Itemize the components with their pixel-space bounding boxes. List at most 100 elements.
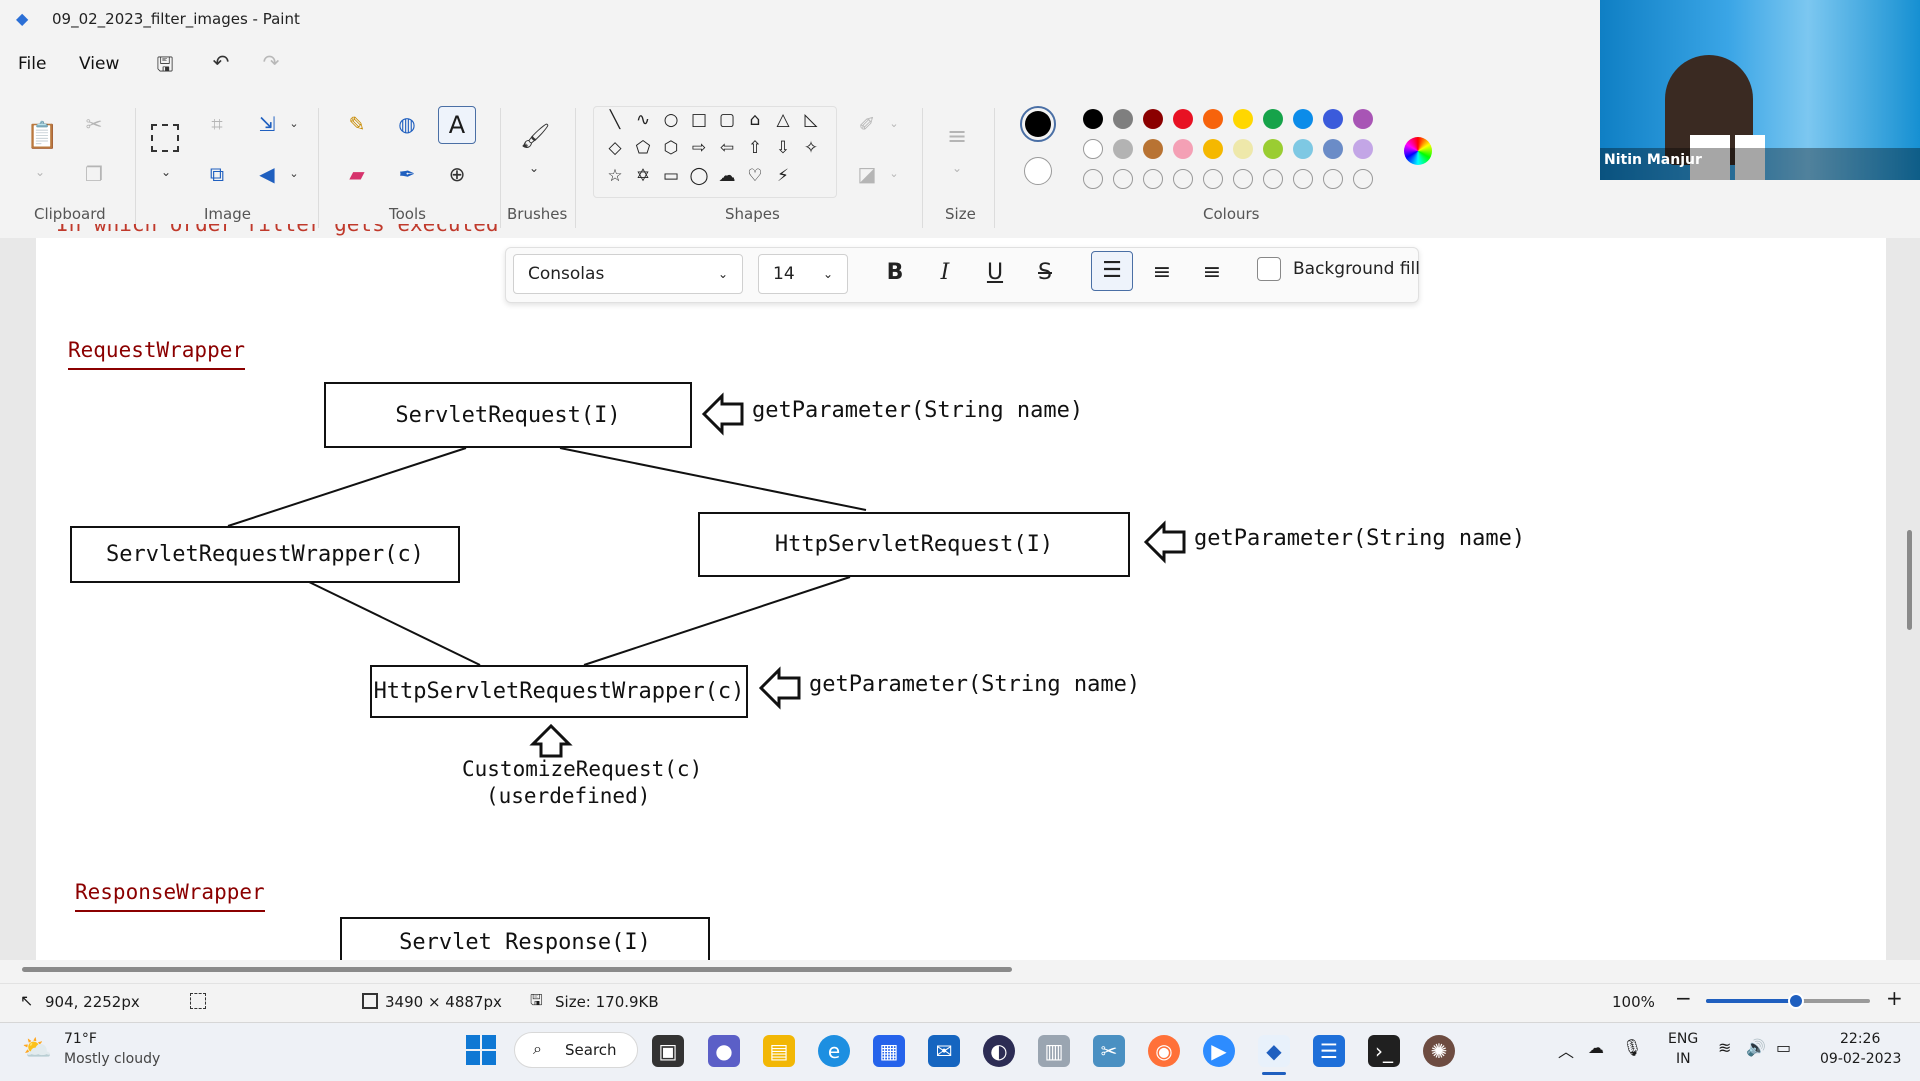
vertical-scrollbar[interactable]: [1907, 530, 1912, 630]
colour-swatch[interactable]: [1113, 139, 1133, 159]
shape-fill-icon[interactable]: ◪: [857, 162, 877, 186]
custom-colour-slot[interactable]: [1173, 169, 1193, 189]
magnifier-icon[interactable]: ⊕: [448, 162, 466, 186]
undo-icon[interactable]: ↶: [212, 50, 230, 74]
color-picker-icon[interactable]: ✒: [398, 162, 416, 186]
custom-colour-slot[interactable]: [1113, 169, 1133, 189]
polygon-shape-icon[interactable]: ⌂: [749, 110, 761, 130]
crop-icon[interactable]: ⌗: [211, 112, 223, 136]
colour-swatch[interactable]: [1263, 109, 1283, 129]
rotate-icon[interactable]: ◀: [259, 162, 275, 186]
text-tool-icon[interactable]: A: [438, 106, 476, 144]
zoom-slider-track[interactable]: [1706, 993, 1870, 1009]
weather-icon[interactable]: ⛅: [22, 1034, 52, 1062]
copy-icon[interactable]: ❐: [85, 162, 103, 186]
chevron-down-icon[interactable]: ⌄: [951, 161, 963, 175]
app-icon[interactable]: ✺: [1423, 1035, 1455, 1067]
custom-colour-slot[interactable]: [1293, 169, 1313, 189]
file-explorer-icon[interactable]: ▤: [763, 1035, 795, 1067]
edit-colours-icon[interactable]: [1404, 137, 1432, 165]
custom-colour-slot[interactable]: [1083, 169, 1103, 189]
custom-colour-slot[interactable]: [1203, 169, 1223, 189]
custom-colour-slot[interactable]: [1233, 169, 1253, 189]
callout-oval-shape-icon[interactable]: ◯: [689, 166, 709, 186]
notepad-icon[interactable]: ☰: [1313, 1035, 1345, 1067]
chevron-down-icon[interactable]: ⌄: [289, 117, 299, 130]
paint-taskbar-icon[interactable]: ◆: [1258, 1035, 1290, 1067]
callout-cloud-shape-icon[interactable]: ☁: [718, 166, 736, 186]
edge-browser-icon[interactable]: e: [818, 1035, 850, 1067]
arrow-up-shape-icon[interactable]: ⇧: [747, 138, 763, 158]
custom-colour-slot[interactable]: [1323, 169, 1343, 189]
bold-button[interactable]: B: [886, 260, 904, 285]
paste-icon[interactable]: 📋: [26, 121, 59, 151]
colour-swatch[interactable]: [1233, 139, 1253, 159]
clock-date[interactable]: 09-02-2023: [1820, 1051, 1902, 1067]
pentagon-shape-icon[interactable]: ⬠: [635, 138, 651, 158]
tray-overflow-icon[interactable]: ︿: [1558, 1042, 1575, 1061]
callout-rect-shape-icon[interactable]: ▭: [662, 166, 680, 186]
right-triangle-shape-icon[interactable]: ◺: [804, 110, 818, 130]
chevron-down-icon[interactable]: ⌄: [889, 117, 899, 130]
custom-colour-slot[interactable]: [1263, 169, 1283, 189]
colour-swatch[interactable]: [1113, 109, 1133, 129]
language-label[interactable]: ENG: [1668, 1031, 1699, 1047]
colour-swatch[interactable]: [1323, 109, 1343, 129]
line-shape-icon[interactable]: ╲: [609, 110, 621, 130]
colour-swatch[interactable]: [1143, 139, 1163, 159]
colour-swatch[interactable]: [1083, 109, 1103, 129]
zoom-out-icon[interactable]: −: [1675, 986, 1692, 1010]
primary-colour-slot[interactable]: [1020, 106, 1056, 142]
colour-swatch[interactable]: [1233, 109, 1253, 129]
horizontal-scrollbar[interactable]: [22, 967, 1012, 972]
fill-icon[interactable]: ◍: [398, 112, 416, 136]
image-select-icon[interactable]: ⧉: [209, 162, 225, 186]
region-label[interactable]: IN: [1676, 1051, 1691, 1067]
align-center-icon[interactable]: ≡: [1152, 260, 1172, 285]
teams-chat-icon[interactable]: ●: [708, 1035, 740, 1067]
chevron-down-icon[interactable]: ⌄: [160, 165, 172, 179]
clock-time[interactable]: 22:26: [1840, 1031, 1881, 1047]
align-left-icon[interactable]: ☰: [1091, 251, 1133, 291]
arrow-right-shape-icon[interactable]: ⇨: [691, 138, 707, 158]
brush-icon[interactable]: 🖌: [520, 122, 551, 150]
eclipse-icon[interactable]: ◐: [983, 1035, 1015, 1067]
eraser-icon[interactable]: ▰: [349, 162, 365, 186]
microphone-icon[interactable]: 🎙: [1622, 1038, 1643, 1057]
colour-swatch[interactable]: [1203, 139, 1223, 159]
battery-icon[interactable]: ▭: [1776, 1038, 1792, 1057]
background-fill-checkbox[interactable]: [1257, 257, 1281, 281]
wifi-icon[interactable]: ≋: [1718, 1038, 1732, 1057]
colour-swatch[interactable]: [1173, 109, 1193, 129]
curve-shape-icon[interactable]: ∿: [635, 110, 651, 130]
zoom-app-icon[interactable]: ▶: [1203, 1035, 1235, 1067]
onedrive-icon[interactable]: ☁: [1588, 1038, 1604, 1057]
chevron-down-icon[interactable]: ⌄: [289, 167, 299, 180]
pencil-icon[interactable]: ✎: [348, 112, 366, 136]
chevron-down-icon[interactable]: ⌄: [528, 161, 540, 175]
resize-icon[interactable]: ⇲: [258, 112, 276, 136]
chevron-down-icon[interactable]: ⌄: [34, 165, 46, 179]
line-size-icon[interactable]: ≡: [946, 122, 968, 150]
arrow-left-shape-icon[interactable]: ⇦: [719, 138, 735, 158]
hexagon-shape-icon[interactable]: ⬡: [663, 138, 679, 158]
task-view-icon[interactable]: ▣: [652, 1035, 684, 1067]
colour-swatch[interactable]: [1143, 109, 1163, 129]
heart-shape-icon[interactable]: ♡: [747, 166, 763, 186]
italic-button[interactable]: I: [940, 260, 950, 285]
align-right-icon[interactable]: ≡: [1202, 260, 1222, 285]
windows-start-icon[interactable]: [466, 1035, 496, 1065]
mail-icon[interactable]: ✉: [928, 1035, 960, 1067]
colour-swatch[interactable]: [1173, 139, 1193, 159]
select-icon[interactable]: [151, 124, 179, 152]
ms-store-icon[interactable]: ▦: [873, 1035, 905, 1067]
colour-swatch[interactable]: [1083, 139, 1103, 159]
colour-swatch[interactable]: [1263, 139, 1283, 159]
menu-view[interactable]: View: [79, 54, 120, 74]
snipping-tool-icon[interactable]: ✂: [1093, 1035, 1125, 1067]
star5-shape-icon[interactable]: ☆: [607, 166, 623, 186]
zoom-in-icon[interactable]: +: [1886, 986, 1903, 1010]
app-icon[interactable]: ▥: [1038, 1035, 1070, 1067]
cut-icon[interactable]: ✂: [85, 112, 103, 136]
star4-shape-icon[interactable]: ✧: [803, 138, 819, 158]
